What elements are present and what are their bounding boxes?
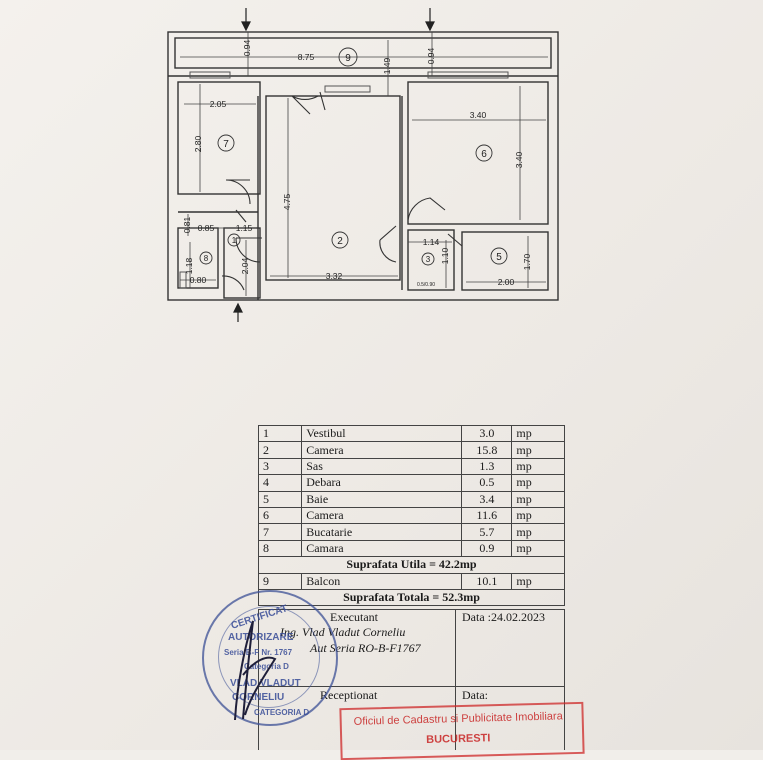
row-name: Sas: [301, 457, 463, 476]
row-id: 8: [257, 539, 303, 558]
dim-label: 0.81: [182, 216, 192, 233]
dim-label: 1.49: [382, 57, 392, 74]
dim-label: 1.70: [522, 253, 532, 270]
row-id: 5: [257, 490, 303, 508]
dim-label: 4.75: [282, 193, 292, 210]
row-unit: mp: [511, 424, 565, 443]
executant-date: Data :24.02.2023: [462, 610, 545, 624]
stamp-text: VLAD VLADUT: [230, 678, 301, 689]
row-area: 3.0: [461, 424, 513, 443]
dim-label: 3.32: [326, 271, 343, 281]
row-id: 7: [257, 523, 303, 541]
room-number-2: 2: [337, 236, 343, 247]
receptionat-label: Receptionat: [320, 688, 378, 702]
row-name: Camara: [301, 539, 463, 558]
dim-label: 2.80: [193, 135, 203, 152]
row-area: 3.4: [461, 490, 513, 508]
outer-wall: [167, 31, 559, 301]
dim-label: 1.15: [236, 223, 253, 233]
row-unit: mp: [511, 572, 565, 590]
row-unit: mp: [511, 506, 565, 525]
row-id: 3: [257, 457, 303, 476]
row-id: 6: [257, 506, 303, 525]
dim-label: 2.04: [240, 257, 250, 274]
dim-label: 0.94: [242, 39, 252, 56]
row-name: Bucatarie: [301, 523, 463, 541]
room-number-8: 8: [204, 254, 209, 263]
dim-label: 0.85: [198, 223, 215, 233]
dim-label: 1.18: [184, 257, 194, 274]
stamp-text: AUTORIZARE: [228, 632, 294, 643]
room-number-5: 5: [496, 252, 502, 263]
room-number-6: 6: [481, 149, 487, 160]
row-unit: mp: [511, 441, 565, 459]
dim-label: 8.75: [298, 52, 315, 62]
room-number-3: 3: [426, 255, 431, 264]
row-id: 4: [257, 474, 303, 492]
row-area: 1.3: [461, 457, 513, 476]
row-id: 1: [257, 424, 303, 443]
row-name: Baie: [301, 490, 463, 508]
row-name: Camera: [301, 441, 463, 459]
cadastre-office-stamp: Oficiul de Cadastru si Publicitate Imobi…: [339, 701, 585, 760]
dim-label: 3.40: [514, 151, 524, 168]
row-id: 9: [257, 572, 303, 590]
red-stamp-line: Oficiul de Cadastru si Publicitate Imobi…: [353, 710, 563, 728]
dim-label: 1.14: [423, 237, 440, 247]
room-number-7: 7: [223, 139, 229, 150]
stamp-text: Seria B-F Nr. 1767: [224, 648, 293, 657]
stamp-text: CATEGORIA D: [254, 708, 310, 717]
row-id: 2: [257, 441, 303, 459]
certification-stamp: CERTIFICAT AUTORIZARE Seria B-F Nr. 1767…: [202, 590, 338, 726]
row-name: Balcon: [301, 572, 463, 590]
room-number-9: 9: [345, 53, 351, 64]
row-area: 0.5: [461, 474, 513, 492]
dim-label: 0.94: [426, 47, 436, 64]
row-unit: mp: [511, 539, 565, 558]
row-area: 0.9: [461, 539, 513, 558]
row-area: 11.6: [461, 506, 513, 525]
row-name: Camera: [301, 506, 463, 525]
receptionat-date: Data:: [462, 688, 488, 702]
row-unit: mp: [511, 490, 565, 508]
dim-label: 2.05: [210, 99, 227, 109]
floor-plan: 9 7 2 6 1 8 3 5 8.75 0.94 1.49 0.94 2.05…: [167, 8, 559, 322]
useful-total: Suprafata Utila = 42.2mp: [258, 556, 565, 574]
room-number-1: 1: [232, 236, 237, 245]
dim-label: 2.00: [498, 277, 515, 287]
dim-label: 0.80: [190, 275, 207, 285]
stamp-text: CORNELIU: [232, 692, 285, 703]
row-name: Debara: [301, 474, 463, 492]
executant-label: Executant: [330, 610, 378, 624]
row-area: 15.8: [461, 441, 513, 459]
row-unit: mp: [511, 523, 565, 541]
stamp-text: Categoria D: [244, 662, 289, 671]
handwritten-signature: [234, 620, 277, 721]
dim-label: 0.5/0.90: [417, 282, 435, 288]
dim-label: 1.10: [440, 247, 450, 264]
grand-total: Suprafata Totala = 52.3mp: [258, 588, 565, 607]
row-area: 10.1: [461, 572, 513, 590]
grand-total-row: Suprafata Totala = 52.3mp: [258, 588, 565, 607]
row-unit: mp: [511, 457, 565, 476]
row-area: 5.7: [461, 523, 513, 541]
row-name: Vestibul: [301, 424, 463, 443]
red-stamp-line: BUCURESTI: [426, 732, 491, 746]
row-unit: mp: [511, 474, 565, 492]
useful-total-row: Suprafata Utila = 42.2mp: [258, 556, 565, 574]
dim-label: 3.40: [470, 110, 487, 120]
